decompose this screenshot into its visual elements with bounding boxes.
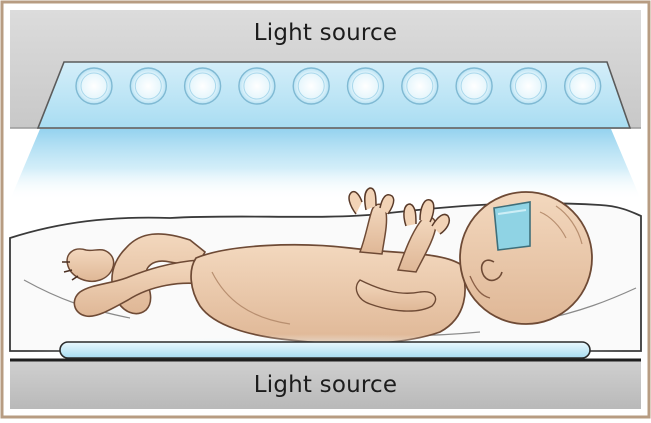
top-light-source-label: Light source [0, 19, 651, 47]
bottom-light-source-label: Light source [0, 371, 651, 399]
bottom-light-tube [60, 342, 590, 358]
light-beam [10, 129, 641, 200]
